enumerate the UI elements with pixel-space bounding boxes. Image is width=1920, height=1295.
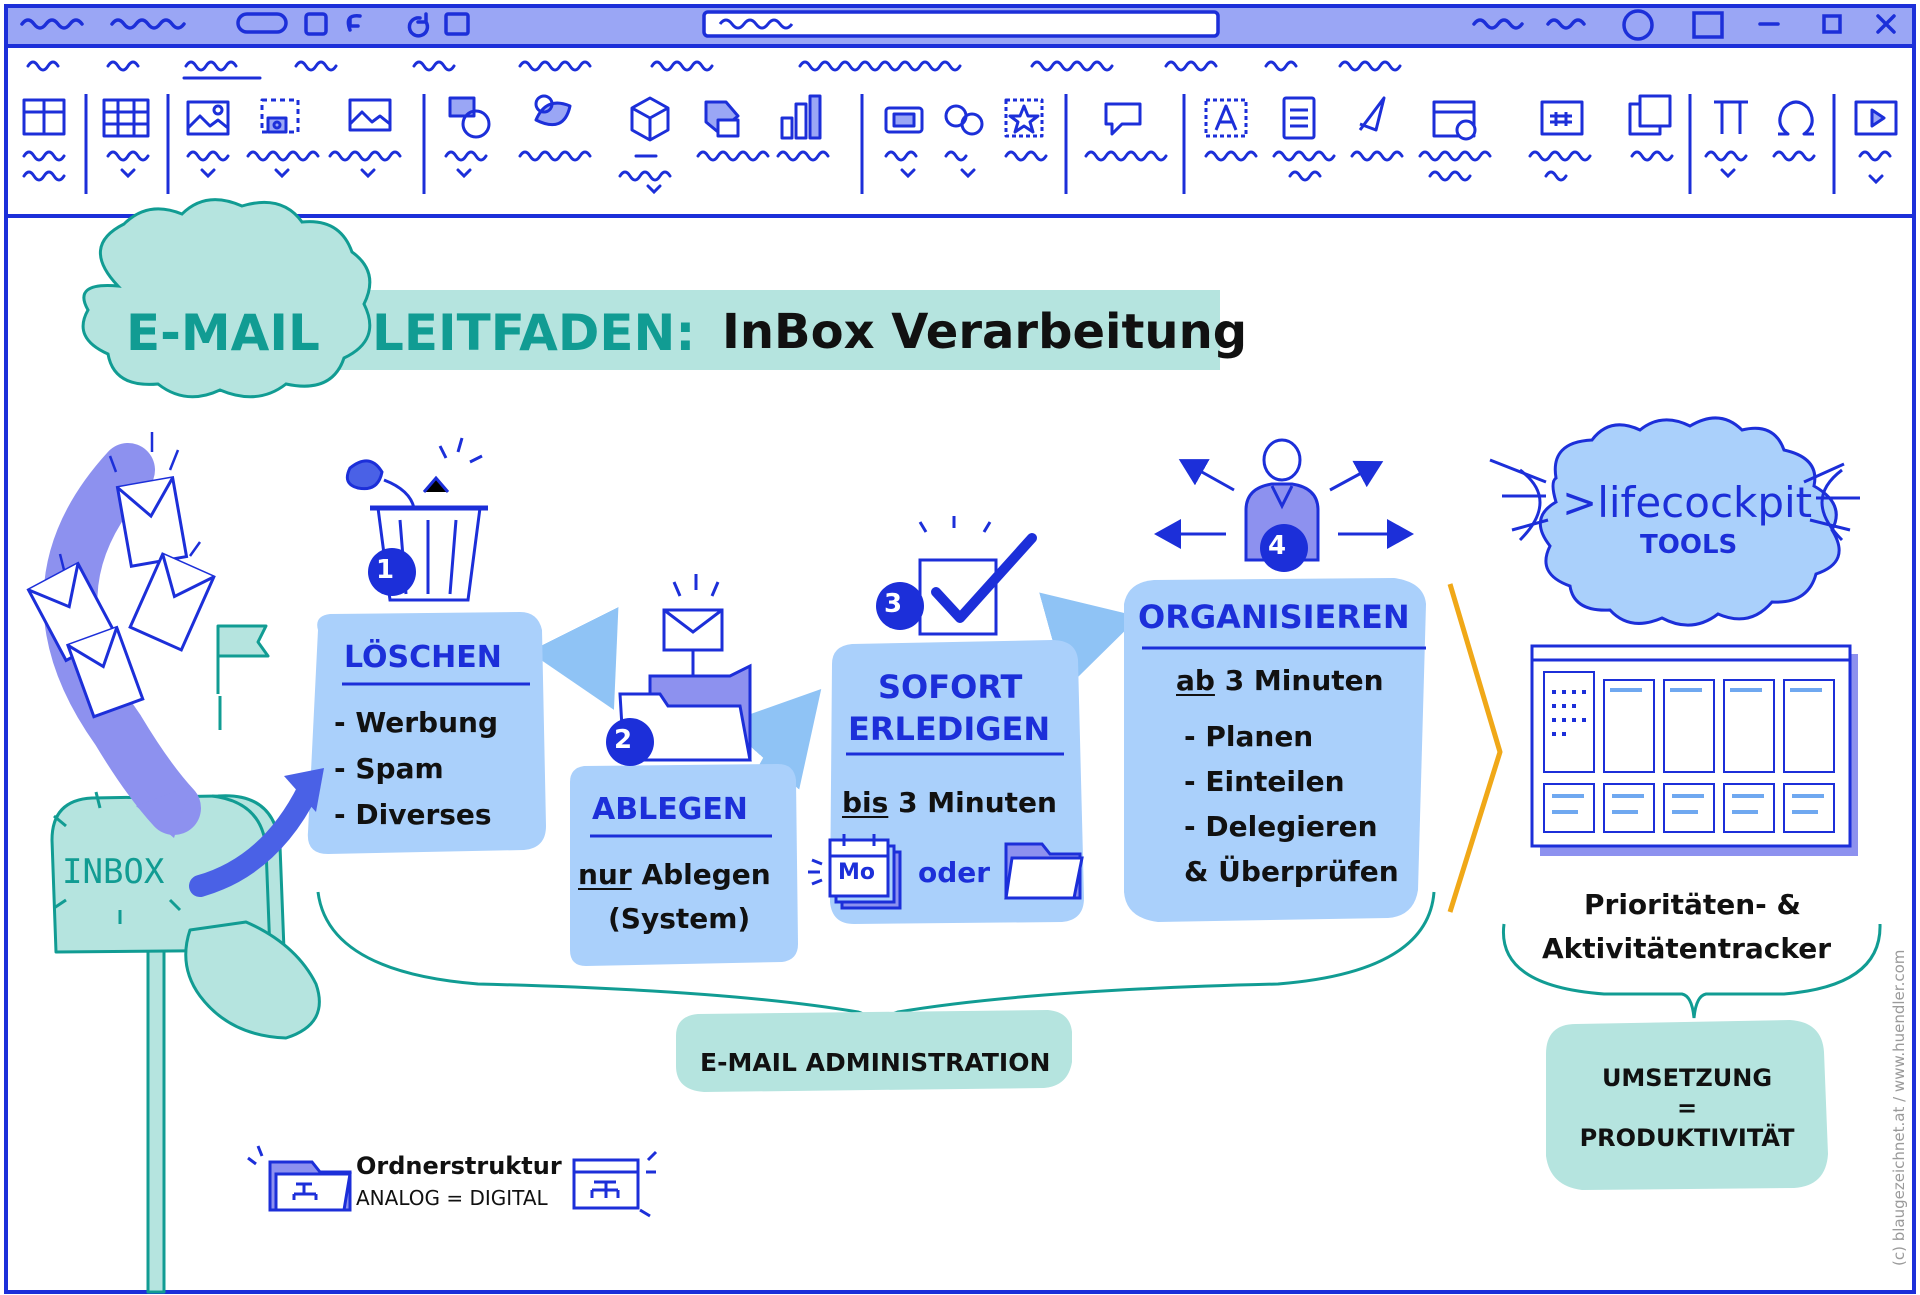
step-2-number: 2 bbox=[614, 725, 633, 755]
envelopes bbox=[26, 476, 216, 719]
folder-title: Ordnerstruktur bbox=[356, 1152, 562, 1180]
tracker-dashboard bbox=[1530, 644, 1858, 856]
menu-row bbox=[26, 60, 1402, 80]
tools-sub: TOOLS bbox=[1640, 530, 1738, 560]
tracker-brace bbox=[1501, 923, 1882, 1019]
admin-label: E-MAIL ADMINISTRATION bbox=[700, 1048, 1051, 1077]
step-1-badge bbox=[368, 548, 416, 596]
result-line-2: = bbox=[1676, 1094, 1698, 1122]
step-1-number: 1 bbox=[376, 555, 395, 585]
admin-pill bbox=[676, 1010, 1072, 1092]
inbox-out-arrowhead bbox=[284, 768, 324, 812]
orange-chevron bbox=[1447, 583, 1503, 913]
credit-line: (c) blaugezeichnet.at / www.huendler.com bbox=[1890, 949, 1908, 1266]
step-3-or: oder bbox=[918, 856, 991, 889]
person-arrows bbox=[1154, 459, 1414, 549]
inbox-out-arrow bbox=[189, 779, 319, 897]
step-3-badge bbox=[876, 582, 924, 630]
heading-underlines bbox=[342, 646, 1426, 838]
tracker-line-1: Prioritäten- & bbox=[1584, 888, 1801, 921]
step-3-heading-2: ERLEDIGEN bbox=[848, 710, 1051, 748]
ribbon-captions bbox=[22, 150, 1892, 195]
tools-cloud bbox=[1539, 416, 1841, 627]
step-1-item-3: - Diverses bbox=[334, 798, 492, 831]
inbox-label: INBOX bbox=[62, 852, 165, 892]
ribbon-separators bbox=[84, 94, 1836, 194]
step-2-line-1: nur Ablegen bbox=[578, 858, 771, 891]
small-folder-icon bbox=[1004, 842, 1084, 900]
calendar-icon bbox=[808, 834, 902, 910]
tools-burst-lines bbox=[1489, 458, 1860, 542]
step-4-item-3: - Delegieren bbox=[1184, 810, 1378, 843]
address-bar bbox=[702, 10, 1220, 38]
folder-structure-icons bbox=[247, 1145, 658, 1218]
step-1-item-1: - Werbung bbox=[334, 706, 499, 739]
step-4-badge bbox=[1260, 524, 1308, 572]
result-line-1: UMSETZUNG bbox=[1601, 1064, 1773, 1092]
step-3-line-1: bis 3 Minuten bbox=[842, 786, 1057, 819]
step-1-item-2: - Spam bbox=[334, 752, 444, 785]
tools-brand: >lifecockpit bbox=[1562, 478, 1813, 527]
tracker-line-2: Aktivitätentracker bbox=[1542, 932, 1832, 965]
title-cloud bbox=[81, 198, 372, 399]
step-3-number: 3 bbox=[884, 589, 903, 619]
step-2-rest: Ablegen bbox=[641, 858, 771, 891]
step-4-rest: 3 Minuten bbox=[1224, 664, 1384, 697]
step-3-rest: 3 Minuten bbox=[898, 786, 1057, 819]
box-ablegen bbox=[570, 764, 798, 966]
ribbon-icons bbox=[22, 94, 1898, 142]
arrow-1-2 bbox=[528, 607, 619, 710]
checkbox bbox=[918, 516, 1037, 636]
inbox-in-arrowhead bbox=[136, 786, 190, 838]
step-4-line-1: ab 3 Minuten bbox=[1176, 664, 1384, 697]
title-subtitle: InBox Verarbeitung bbox=[722, 304, 1248, 360]
step-3-heading-1: SOFORT bbox=[878, 668, 1023, 706]
step-2-line-2: (System) bbox=[608, 902, 751, 935]
step-2-heading: ABLEGEN bbox=[592, 792, 748, 827]
step-4-number: 4 bbox=[1268, 531, 1287, 561]
box-loeschen bbox=[307, 612, 546, 854]
title-band bbox=[320, 290, 1220, 370]
step-1-heading: LÖSCHEN bbox=[344, 640, 502, 675]
step-4-item-4: & Überprüfen bbox=[1184, 855, 1399, 888]
title-email: E-MAIL bbox=[126, 304, 320, 362]
result-line-3: PRODUKTIVITÄT bbox=[1579, 1124, 1795, 1152]
address-scribble bbox=[718, 18, 794, 30]
folder-sub: ANALOG = DIGITAL bbox=[356, 1186, 548, 1210]
step-2-emphasis: nur bbox=[578, 858, 632, 891]
box-organisieren bbox=[1124, 578, 1426, 922]
step-3-emphasis: bis bbox=[842, 786, 889, 819]
envelope-motion-lines bbox=[58, 432, 202, 571]
step-4-heading: ORGANISIEREN bbox=[1138, 598, 1410, 636]
calendar-label: Mo bbox=[838, 860, 876, 885]
result-pill bbox=[1546, 1020, 1828, 1190]
step-4-emphasis: ab bbox=[1176, 664, 1215, 697]
step-4-item-2: - Einteilen bbox=[1184, 765, 1345, 798]
step-2-badge bbox=[606, 718, 654, 766]
step-4-item-1: - Planen bbox=[1184, 720, 1314, 753]
title-bar-scribbles bbox=[20, 9, 1896, 41]
title-leitfaden: LEITFADEN: bbox=[372, 304, 696, 362]
